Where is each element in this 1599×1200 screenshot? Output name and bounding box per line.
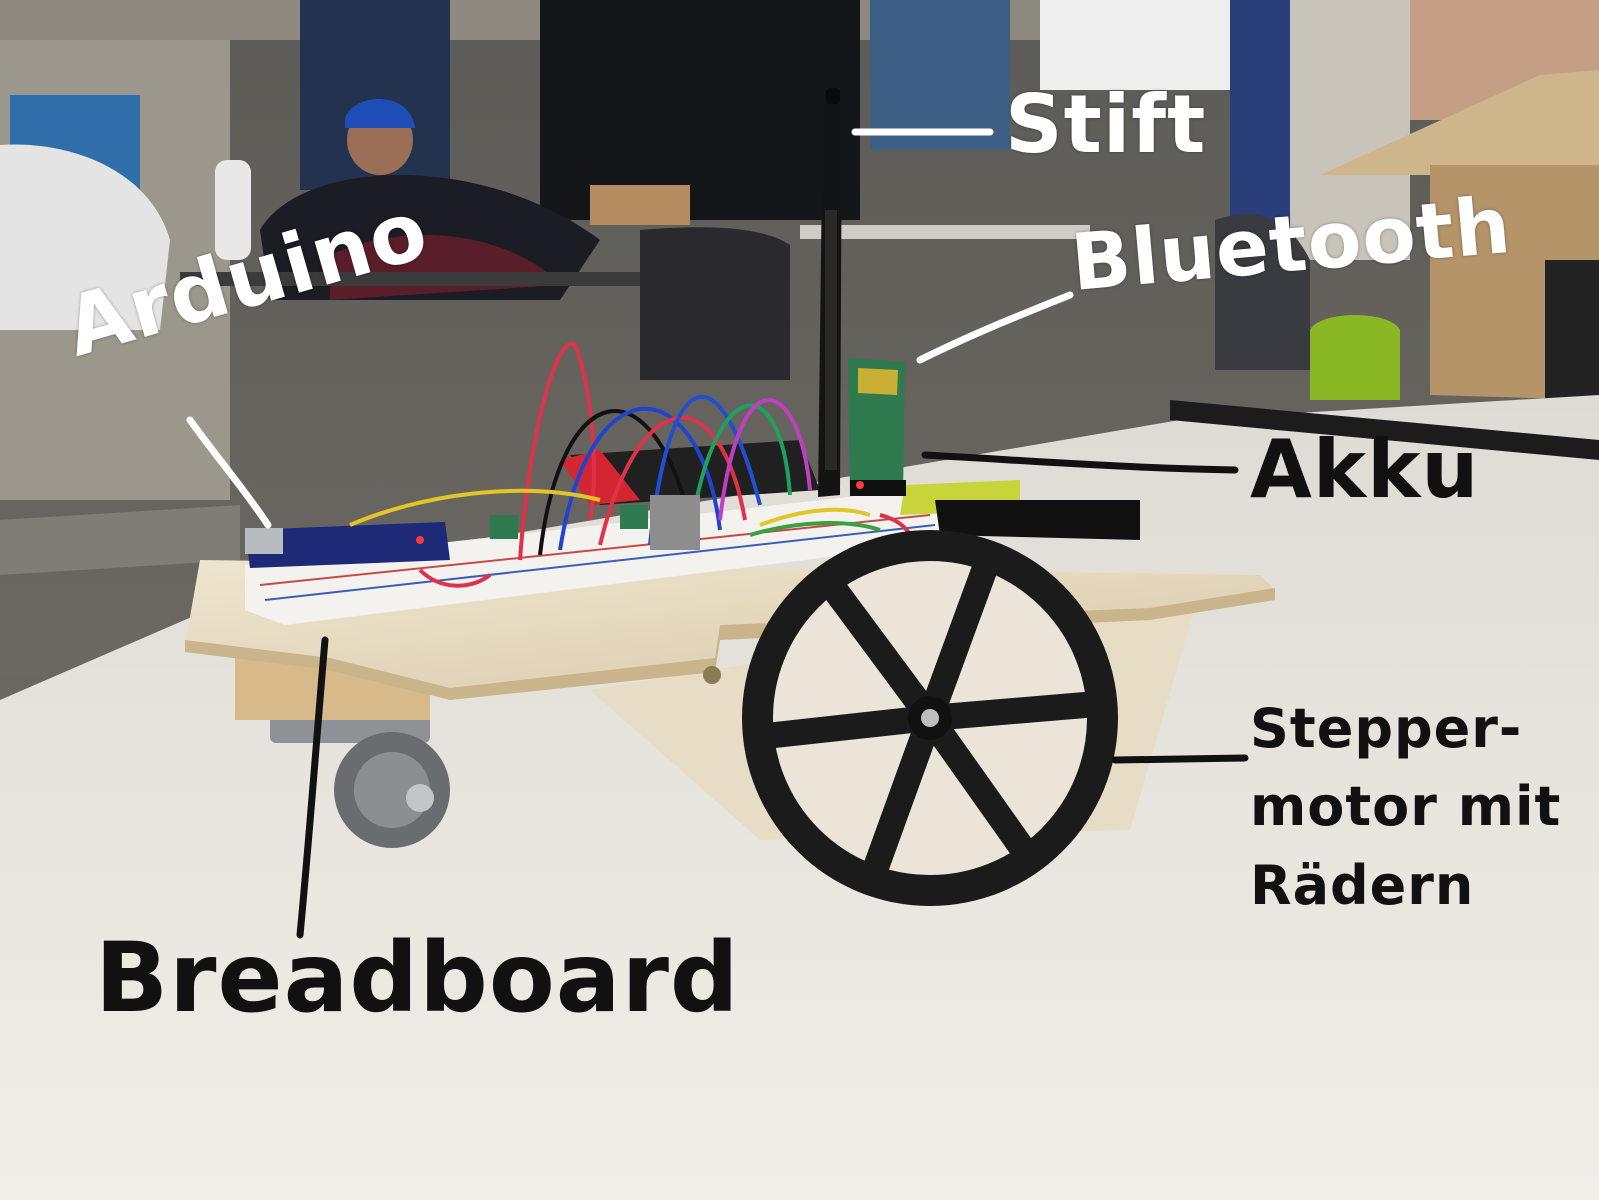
jumper-wires: [349, 341, 917, 588]
arduino-nano: [245, 522, 450, 568]
cardboard-small: [590, 185, 690, 225]
driver-module: [620, 505, 648, 529]
blue-panel: [1230, 0, 1300, 230]
box-label: [1545, 260, 1599, 400]
label-stepper-line1: Stepper-: [1250, 697, 1523, 760]
blue-cap: [345, 98, 415, 128]
label-stepper-line3: Rädern: [1250, 853, 1475, 917]
driver-module-2: [490, 515, 518, 539]
whiteboard: [1040, 0, 1260, 90]
velcro-strip: [935, 500, 1140, 540]
label-stift: Stift: [1005, 78, 1207, 171]
water-bottle: [215, 160, 251, 260]
pillar: [1290, 0, 1410, 260]
annotation-lines: [186, 128, 1249, 939]
pin-headers: [650, 495, 700, 550]
table-back-center: [800, 225, 1090, 239]
label-akku: Akku: [1250, 423, 1480, 516]
table-back-left: [180, 272, 640, 286]
person-white-hoodie: [0, 144, 170, 330]
label-breadboard: Breadboard: [95, 922, 740, 1034]
chair-right: [1215, 214, 1310, 370]
chair-back: [640, 227, 790, 380]
tape-dispenser: [1310, 315, 1400, 400]
breadboard: [245, 490, 965, 625]
box-flap: [1320, 70, 1599, 175]
window-center: [870, 0, 1010, 150]
label-stepper-motor: Stepper- motor mit Rädern: [1250, 690, 1561, 925]
table-edge-black: [1170, 400, 1599, 460]
dark-curtain: [540, 0, 860, 220]
label-stepper-line2: motor mit: [1250, 775, 1562, 839]
floor-strip: [0, 505, 240, 575]
drive-wheel: [742, 530, 1118, 906]
